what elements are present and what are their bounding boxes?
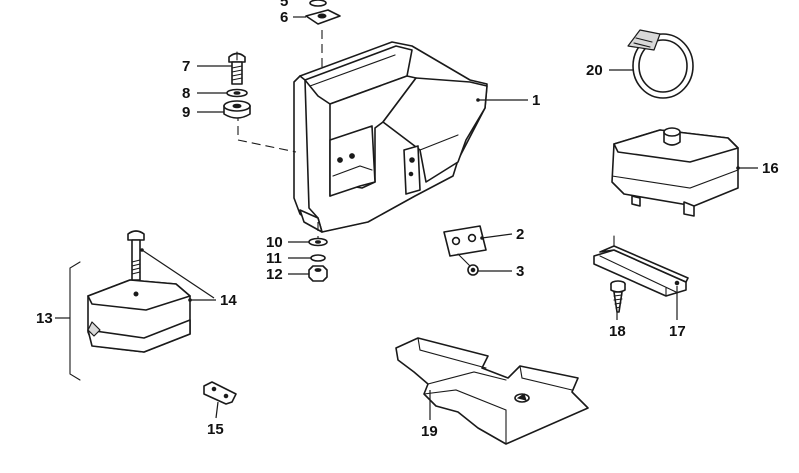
callout-14: 14 (220, 292, 237, 309)
part-17-channel (593, 235, 689, 297)
callout-3: 3 (516, 263, 524, 280)
part-11-spring-washer (310, 254, 326, 262)
callout-13: 13 (36, 310, 53, 327)
part-2-plate (443, 225, 487, 257)
callout-labels: 1 2 3 5 6 7 8 9 10 11 12 13 14 15 16 17 … (36, 0, 779, 440)
callout-20: 20 (586, 62, 603, 79)
part-14-bolt (127, 230, 145, 281)
part-20-hose-clamp (627, 29, 694, 99)
callout-7: 7 (182, 58, 190, 75)
leader-lines (55, 16, 758, 420)
part-7-bolt (228, 51, 246, 85)
callout-10: 10 (266, 234, 283, 251)
callout-18: 18 (609, 323, 626, 340)
part-19-shield-plate (395, 337, 589, 445)
part-1-housing (293, 41, 488, 233)
part-13-bracket-mark (69, 261, 81, 381)
part-13-box (87, 279, 191, 353)
part-9-rubber-mount (223, 100, 251, 119)
part-3-screw (457, 253, 479, 276)
callout-5: 5 (280, 0, 288, 10)
callout-1: 1 (532, 92, 540, 109)
part-6-nut-plate (305, 9, 341, 25)
callout-12: 12 (266, 266, 283, 283)
part-18-screw (610, 280, 626, 313)
part-5-washer (309, 0, 327, 7)
callout-17: 17 (669, 323, 686, 340)
callout-8: 8 (182, 85, 190, 102)
part-16-box (611, 127, 739, 217)
part-12-nut (308, 265, 328, 282)
callout-16: 16 (762, 160, 779, 177)
callout-2: 2 (516, 226, 524, 243)
alignment-line-9 (237, 112, 297, 153)
part-10-washer (308, 237, 328, 247)
callout-11: 11 (266, 250, 282, 267)
callout-6: 6 (280, 9, 288, 26)
callout-9: 9 (182, 104, 190, 121)
part-15-fastener (203, 381, 237, 405)
callout-15: 15 (207, 421, 224, 438)
part-8-washer (226, 88, 248, 98)
callout-19: 19 (421, 423, 438, 440)
